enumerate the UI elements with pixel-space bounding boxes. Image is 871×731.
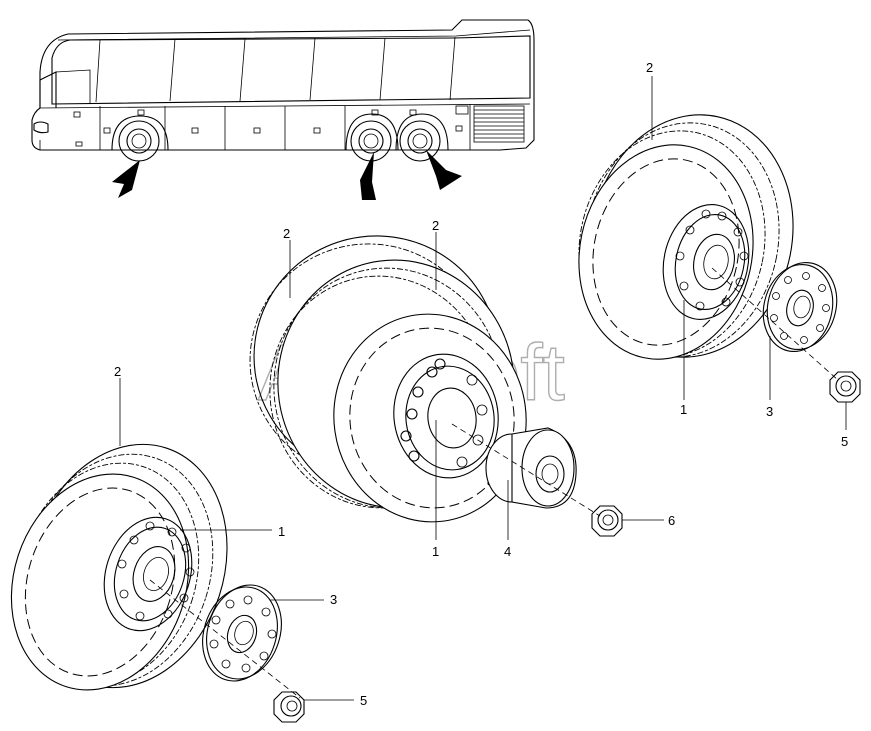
- callout-2-center-b: 2: [432, 218, 439, 233]
- callout-3-right: 3: [766, 404, 773, 419]
- callout-labels: 1 2 3 5 1 2 2 4 6 1 2 3 5: [114, 60, 848, 708]
- callout-2-right: 2: [646, 60, 653, 75]
- callout-5-left: 5: [360, 693, 367, 708]
- callout-2-left: 2: [114, 364, 121, 379]
- callout-1-center: 1: [432, 544, 439, 559]
- callout-5-right: 5: [841, 434, 848, 449]
- arrow-front-wheel: [112, 160, 140, 198]
- center-dual-wheel-assembly: [249, 232, 664, 540]
- left-wheel-assembly: [10, 378, 354, 723]
- callout-6-center: 6: [668, 513, 675, 528]
- callout-3-left: 3: [330, 592, 337, 607]
- callout-4-center: 4: [504, 544, 511, 559]
- callout-1-left: 1: [278, 524, 285, 539]
- bus-illustration: [31, 19, 535, 200]
- callout-2-center-a: 2: [283, 226, 290, 241]
- right-wheel-assembly: [578, 76, 861, 430]
- callout-1-right: 1: [680, 402, 687, 417]
- arrow-rear-wheel-2: [426, 150, 462, 190]
- arrow-rear-wheel-1: [360, 152, 376, 200]
